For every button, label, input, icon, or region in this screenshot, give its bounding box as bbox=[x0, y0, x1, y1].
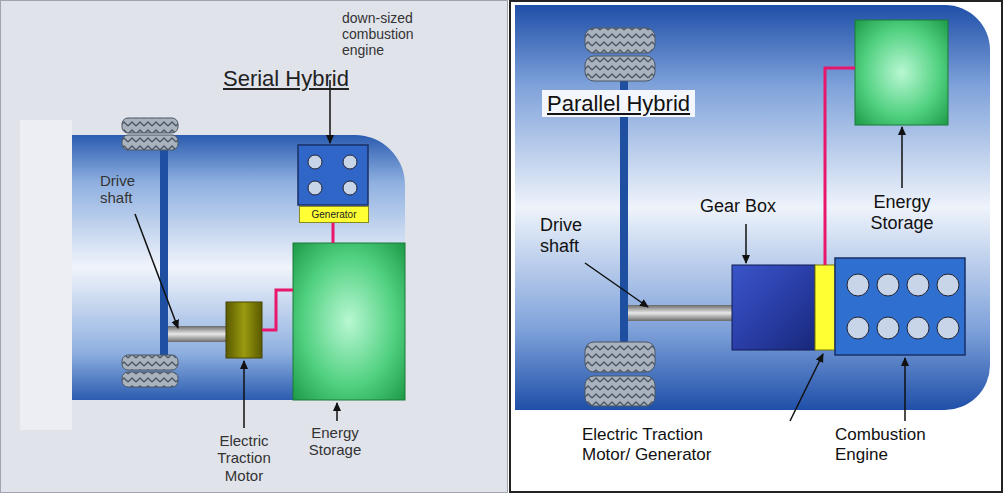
generator-box: Generator bbox=[299, 206, 369, 223]
gearbox-label: Gear Box bbox=[700, 196, 776, 217]
shaft-label: Drive shaft bbox=[100, 172, 152, 207]
panel-heading: Parallel Hybrid bbox=[542, 90, 695, 117]
parallel-panel: Parallel Hybrid bbox=[509, 0, 1003, 493]
panel-heading: Serial Hybrid bbox=[218, 65, 354, 92]
shaft-label: Drive shaft bbox=[540, 215, 602, 256]
motor-label: Electric Traction Motor bbox=[207, 432, 281, 484]
serial-panel: Serial HybridGenerator bbox=[0, 0, 508, 493]
generator-label: Generator bbox=[311, 209, 356, 221]
motor-generator-label: Electric Traction Motor/ Generator bbox=[582, 425, 742, 464]
storage-label: Energy Storage bbox=[854, 192, 950, 233]
engine-label: Combustion Engine bbox=[835, 425, 957, 464]
engine-label: down-sized combustion engine bbox=[342, 10, 426, 58]
storage-label: Energy Storage bbox=[302, 424, 368, 459]
